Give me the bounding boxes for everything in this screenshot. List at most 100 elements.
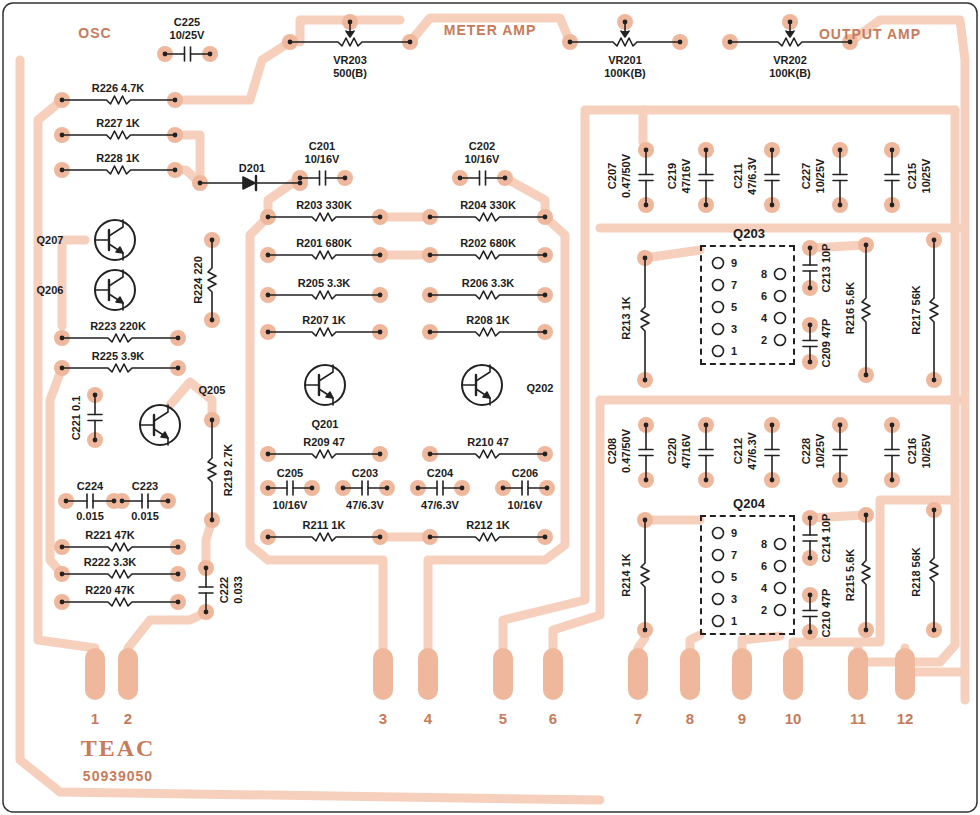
part-label: R218 56K — [910, 546, 922, 598]
resistor-symbol — [268, 328, 380, 336]
part-label: R209 47 — [302, 436, 346, 448]
part-label: 0.47/50V — [620, 153, 632, 199]
connector-finger — [418, 648, 438, 700]
part-label: 10/25V — [814, 158, 826, 195]
part-label: 500(B) — [332, 67, 368, 79]
ic-pin-pad — [713, 550, 724, 561]
resistor-symbol — [930, 510, 938, 630]
transistor-outline — [305, 365, 345, 405]
ic-pin-pad — [713, 594, 724, 605]
part-label: 10/25V — [814, 433, 826, 470]
part-label: C208 — [606, 437, 618, 465]
emitter-arrow — [483, 392, 490, 398]
capacitor-symbol — [639, 449, 653, 451]
part-label: R223 220K — [89, 320, 147, 332]
pin-number: 2 — [761, 604, 767, 616]
maker-logo: TEAC — [80, 735, 157, 762]
ic-pads — [702, 247, 802, 372]
capacitor-symbol — [148, 500, 168, 502]
capacitor-symbol — [486, 177, 506, 179]
part-label: R201 680K — [295, 237, 353, 249]
capacitor-symbol — [885, 174, 899, 176]
copper-trace — [175, 42, 290, 100]
part-label: 10/16V — [304, 153, 341, 165]
resistor-symbol — [62, 131, 175, 139]
capacitor-symbol — [891, 181, 893, 206]
capacitor-symbol — [803, 534, 817, 536]
capacitor-symbol — [891, 425, 893, 450]
part-label: 0.015 — [75, 510, 105, 522]
part-label: R212 1K — [465, 519, 510, 531]
capacitor-symbol — [286, 481, 288, 495]
resistor-symbol — [430, 291, 545, 299]
copper-trace — [250, 217, 383, 648]
part-label: C212 — [732, 437, 744, 465]
transistor-lead — [109, 244, 123, 260]
part-label: R211 1K — [302, 519, 347, 531]
copper-trace — [810, 245, 866, 248]
resistor-symbol — [430, 450, 545, 458]
capacitor-symbol — [88, 414, 102, 416]
ic-outline: Q203975318642 — [700, 245, 795, 365]
connector-finger — [493, 648, 513, 700]
part-label: Q207 — [36, 234, 65, 246]
diode-symbol — [243, 177, 255, 189]
part-label: R224 220 — [192, 255, 204, 305]
part-label: R217 56K — [910, 284, 922, 336]
connector-finger — [85, 648, 105, 700]
pin-number: 12 — [896, 710, 915, 727]
capacitor-symbol — [319, 171, 321, 185]
capacitor-symbol — [699, 449, 713, 451]
resistor-symbol — [62, 166, 175, 174]
copper-trace — [645, 250, 700, 258]
resistor-symbol — [62, 598, 178, 606]
part-label: R221 47K — [84, 529, 136, 541]
ic-pin-pad — [775, 583, 786, 594]
part-label: R225 3.9K — [91, 350, 146, 362]
part-label: R204 330K — [459, 199, 517, 211]
resistor-symbol — [62, 364, 178, 372]
part-label: R206 3.3K — [461, 277, 516, 289]
part-label: 10/25V — [169, 29, 206, 41]
part-label: 0.47/50V — [620, 428, 632, 474]
capacitor-symbol — [645, 150, 647, 175]
pin-number: 7 — [633, 710, 643, 727]
capacitor-symbol — [141, 494, 143, 508]
ic-pin-pad — [713, 616, 724, 627]
copper-trace — [20, 60, 600, 800]
capacitor-symbol — [833, 174, 847, 176]
potentiometer-symbol — [290, 38, 410, 46]
ic-pin-pad — [775, 313, 786, 324]
ic-pin-pad — [775, 561, 786, 572]
capacitor-symbol — [699, 174, 713, 176]
part-label: VR203 — [332, 54, 368, 66]
resistor-symbol — [641, 258, 649, 380]
part-label: 47/16V — [680, 433, 692, 470]
capacitor-symbol — [343, 487, 362, 489]
transistor-lead — [462, 384, 476, 386]
transistor-lead — [319, 389, 333, 405]
pin-number: 9 — [737, 710, 747, 727]
pin-number: 3 — [378, 710, 388, 727]
capacitor-symbol — [809, 518, 811, 535]
resistor-symbol — [268, 291, 380, 299]
capacitor-symbol — [765, 449, 779, 451]
part-label: C216 — [906, 437, 918, 465]
part-label: C220 — [666, 437, 678, 465]
ic-pin-pad — [775, 335, 786, 346]
part-label: 10/25V — [920, 158, 932, 195]
pin-number: 4 — [761, 312, 767, 324]
capacitor-symbol — [803, 340, 817, 342]
capacitor-symbol — [122, 500, 142, 502]
part-label: R208 1K — [465, 314, 510, 326]
component-symbols — [62, 22, 938, 632]
copper-trace — [505, 178, 545, 217]
ic-pin-pad — [775, 269, 786, 280]
transistor-lead — [95, 289, 109, 291]
copper-trace — [858, 110, 955, 662]
pin-number: 6 — [548, 710, 558, 727]
part-label: C211 — [732, 162, 744, 190]
capacitor-symbol — [809, 271, 811, 288]
capacitor-symbol — [436, 481, 438, 495]
capacitor-symbol — [839, 150, 841, 175]
